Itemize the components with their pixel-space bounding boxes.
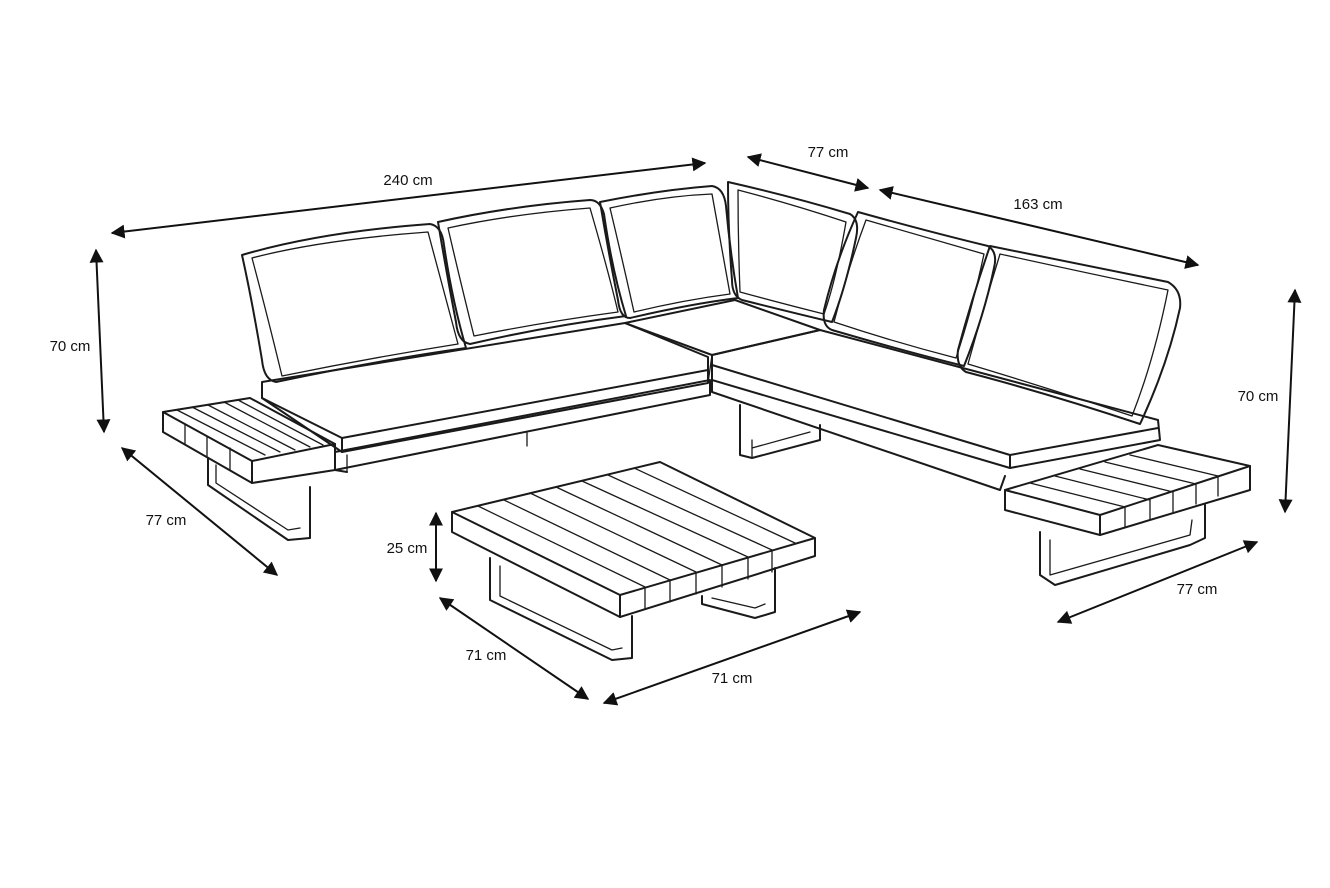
left-side-table: [162, 397, 336, 484]
label-240cm: 240 cm: [383, 172, 432, 189]
dim-right-height: 70 cm: [1238, 288, 1302, 514]
dim-sofa-right-length: 163 cm: [878, 186, 1200, 269]
dimension-annotations: 240 cm 77 cm 163 cm 70 cm 70 cm 77 cm 77…: [50, 144, 1302, 706]
right-sofa-base: [711, 379, 1006, 491]
dim-table-depth: 71 cm: [438, 597, 590, 700]
left-seat-cushion: [261, 322, 709, 453]
dim-table-width: 71 cm: [602, 609, 862, 706]
dim-corner-depth: 77 cm: [746, 144, 870, 192]
dim-right-depth: 77 cm: [1056, 540, 1259, 624]
label-left-70cm: 70 cm: [50, 338, 91, 355]
right-side-table: [1004, 444, 1251, 586]
label-25cm: 25 cm: [387, 540, 428, 557]
label-right-77cm: 77 cm: [1177, 581, 1218, 598]
label-right-70cm: 70 cm: [1238, 388, 1279, 405]
dim-sofa-left-length: 240 cm: [110, 157, 707, 239]
label-left-77cm: 77 cm: [146, 512, 187, 529]
dim-left-depth: 77 cm: [120, 447, 279, 576]
dim-table-height: 25 cm: [387, 511, 443, 583]
label-table-depth-71cm: 71 cm: [466, 647, 507, 664]
sofa-drawing: [162, 181, 1251, 661]
right-seat-cushion: [711, 329, 1161, 469]
back-cushions-right: [727, 181, 1182, 425]
label-163cm: 163 cm: [1013, 196, 1062, 213]
dim-left-height: 70 cm: [50, 248, 111, 434]
coffee-table: [451, 461, 816, 661]
back-cushions-left: [241, 185, 739, 383]
label-corner-77cm: 77 cm: [808, 144, 849, 161]
label-table-width-71cm: 71 cm: [712, 670, 753, 687]
